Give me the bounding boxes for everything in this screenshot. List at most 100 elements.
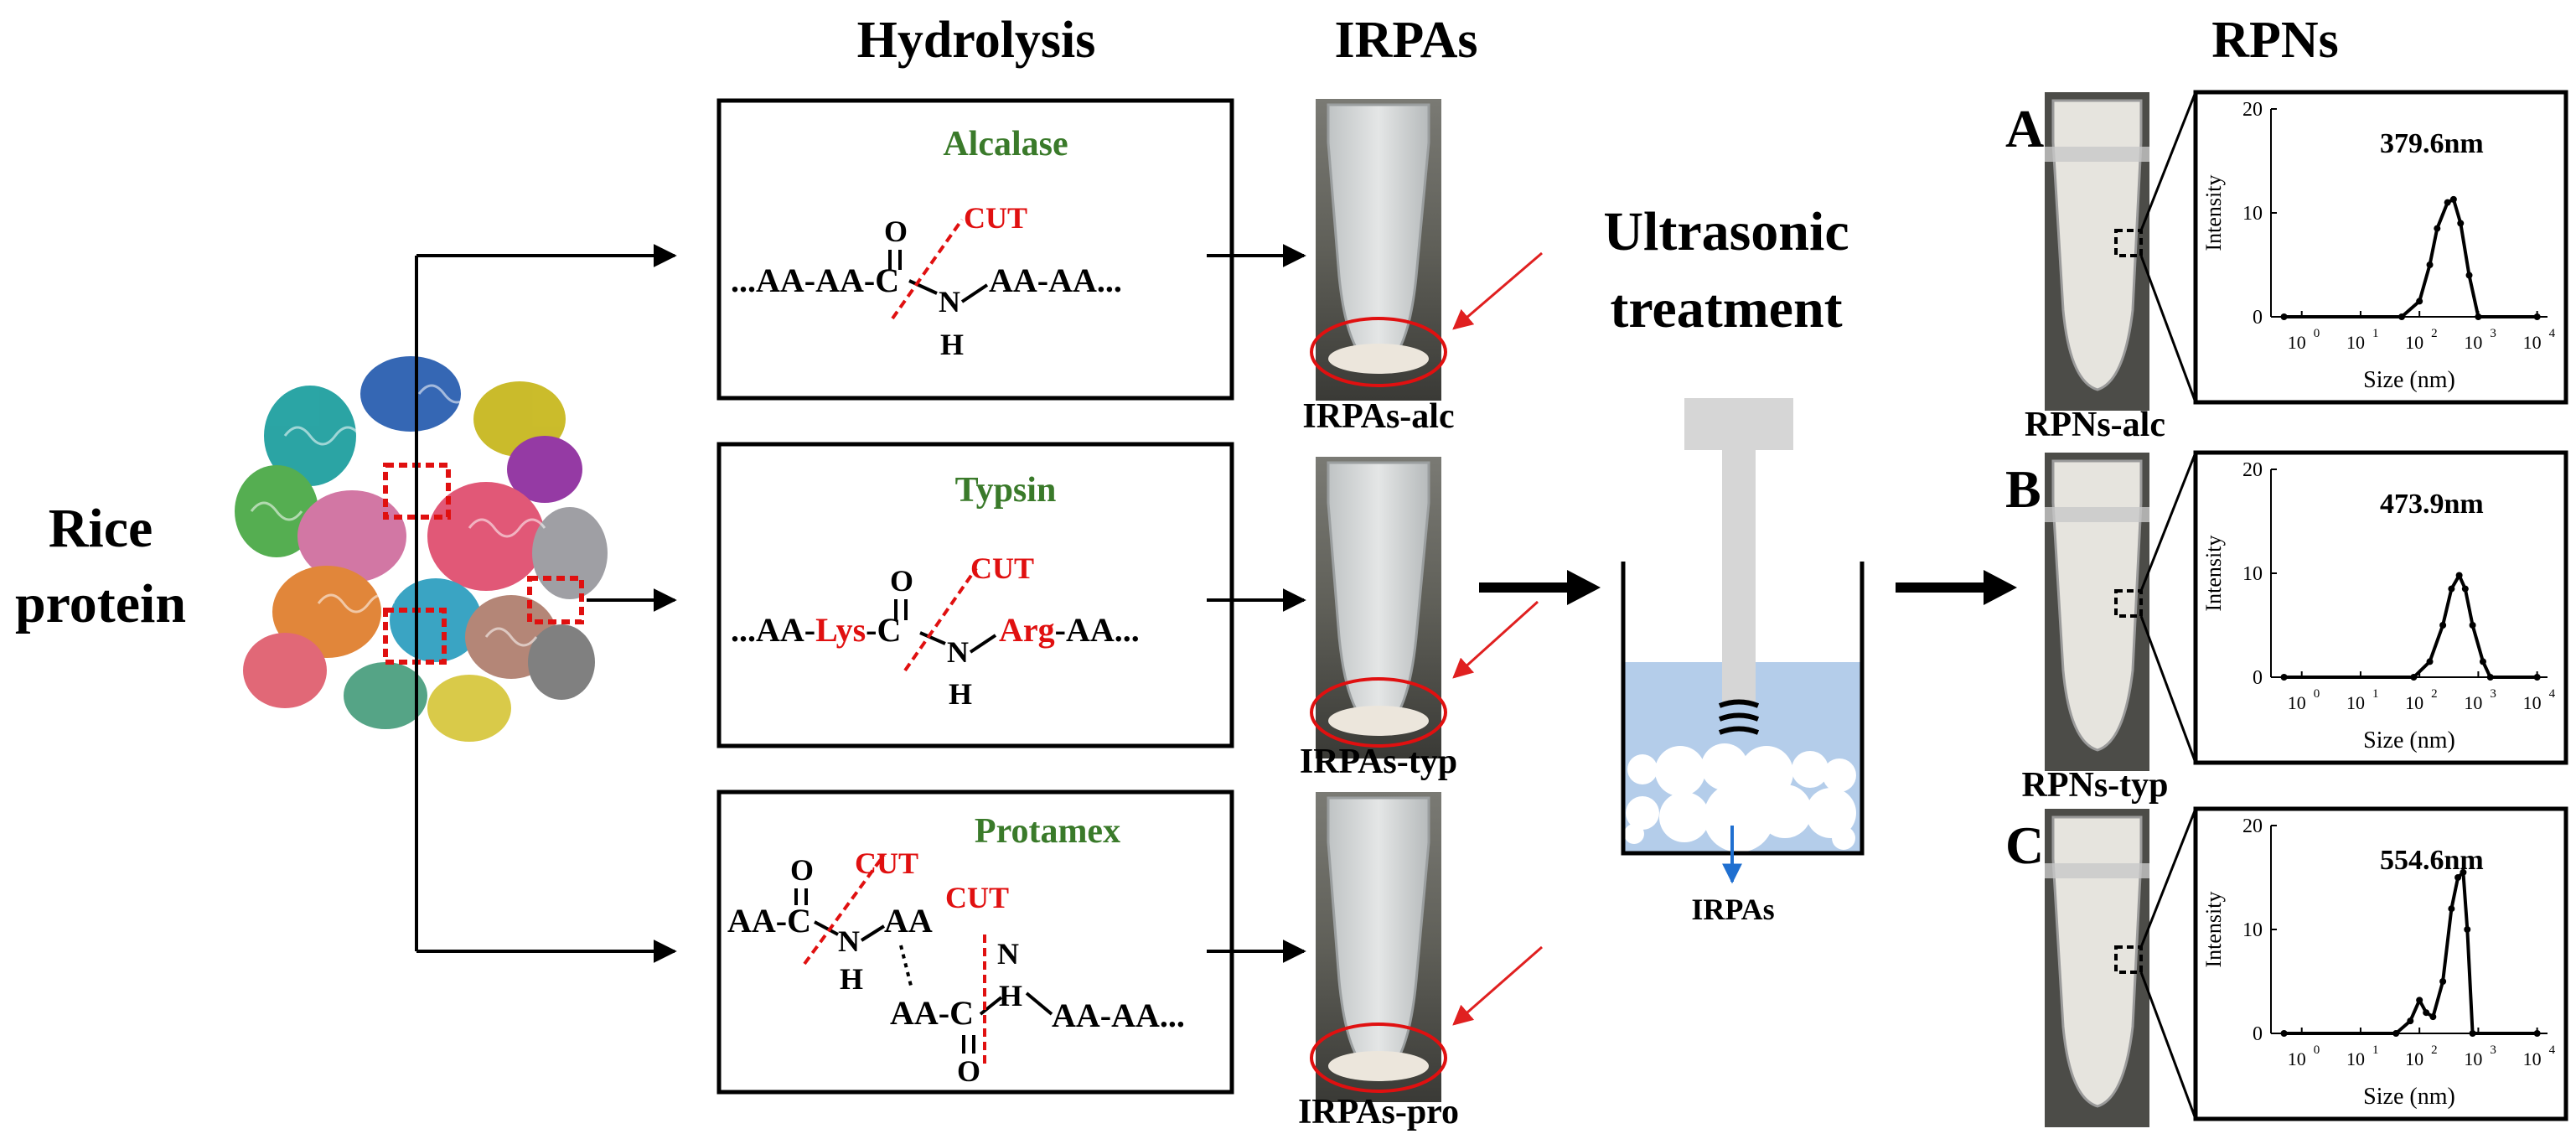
zoom-region-marker — [2114, 589, 2143, 618]
y-tick-label: 20 — [2242, 99, 2263, 121]
y-tick-label: 10 — [2242, 919, 2263, 941]
oxygen-atom: O — [790, 853, 814, 887]
rpns-header: RPNs — [2211, 12, 2339, 69]
x-tick-label: 10 — [2346, 1048, 2365, 1069]
rpn-tube — [2051, 99, 2143, 391]
oxygen-atom-2: O — [957, 1054, 980, 1088]
hydrogen-atom: H — [840, 962, 863, 996]
data-point — [2465, 272, 2473, 279]
x-tick-label: 10 — [2346, 692, 2365, 713]
x-tick-exponent: 1 — [2372, 1043, 2379, 1057]
data-point — [2455, 572, 2463, 579]
x-tick-exponent: 1 — [2372, 687, 2379, 701]
data-point — [2407, 1017, 2414, 1025]
data-point — [2280, 313, 2288, 320]
y-axis-label: Intensity — [2201, 175, 2226, 251]
data-point — [2439, 978, 2447, 985]
beaker-label: IRPAs — [1691, 893, 1774, 926]
data-point — [2392, 1030, 2400, 1037]
data-point — [2449, 195, 2457, 203]
rice-protein-structure — [235, 356, 608, 742]
data-point — [2448, 585, 2455, 593]
zoom-region-marker — [2114, 229, 2143, 257]
cut-label: CUT — [970, 551, 1034, 585]
rpn-tube — [2051, 459, 2143, 752]
x-tick-exponent: 2 — [2431, 327, 2438, 340]
x-tick-exponent: 4 — [2549, 687, 2556, 701]
x-tick-exponent: 3 — [2490, 327, 2496, 340]
y-tick-label: 0 — [2253, 1023, 2263, 1045]
rpn-label: RPNs-alc — [2025, 406, 2165, 444]
x-tick-exponent: 1 — [2372, 327, 2379, 340]
lys-residue: Lys — [815, 611, 866, 649]
data-point — [2416, 298, 2423, 305]
data-point — [2280, 1030, 2288, 1037]
panel-letter: A — [2005, 99, 2044, 158]
x-tick-exponent: 4 — [2549, 327, 2556, 340]
rpn-tube-ring — [2045, 507, 2149, 522]
x-tick-label: 10 — [2288, 692, 2306, 713]
cut-label-2: CUT — [945, 881, 1009, 914]
rpn-label: RPNs-typ — [2022, 766, 2169, 805]
x-tick-exponent: 0 — [2314, 327, 2320, 340]
data-point — [2461, 585, 2469, 593]
data-point — [2464, 926, 2471, 933]
arg-residue: Arg — [999, 611, 1055, 649]
data-point — [2469, 622, 2476, 629]
cut-label: CUT — [964, 201, 1027, 235]
peptide-middle: AA-C — [890, 994, 974, 1032]
ultrasonic-title-line2: treatment — [1610, 278, 1842, 339]
ultrasonic-title-line1: Ultrasonic — [1603, 201, 1849, 262]
x-tick-label: 10 — [2288, 332, 2306, 353]
zoom-line — [2139, 808, 2197, 948]
process-arrows — [1479, 570, 2017, 605]
tube-label: IRPAs-alc — [1302, 397, 1454, 436]
rpn-tube-ring — [2045, 147, 2149, 162]
peak-size-label: 554.6nm — [2380, 845, 2484, 876]
data-point — [2457, 220, 2465, 227]
y-axis-label: Intensity — [2201, 892, 2226, 968]
x-axis-label: Size (nm) — [2363, 727, 2455, 753]
data-point — [2398, 313, 2406, 320]
hydrolysis-header: Hydrolysis — [857, 12, 1096, 69]
x-tick-label: 10 — [2464, 332, 2482, 353]
x-tick-exponent: 0 — [2314, 1043, 2320, 1057]
x-tick-label: 10 — [2405, 1048, 2423, 1069]
zoom-line — [2139, 452, 2197, 592]
x-tick-exponent: 3 — [2490, 1043, 2496, 1057]
x-tick-label: 10 — [2523, 1048, 2542, 1069]
data-point — [2454, 874, 2462, 881]
x-tick-label: 10 — [2405, 692, 2423, 713]
x-tick-label: 10 — [2523, 692, 2542, 713]
data-point — [2444, 199, 2451, 206]
data-point — [2460, 868, 2467, 876]
peptide-right: AA-AA... — [1052, 997, 1185, 1034]
x-tick-exponent: 0 — [2314, 687, 2320, 701]
enzyme-name: Alcalase — [943, 125, 1068, 163]
cut-label-1: CUT — [855, 846, 918, 880]
oxygen-atom: O — [884, 215, 908, 248]
nitrogen-atom-2: N — [997, 937, 1019, 971]
data-point — [2469, 1030, 2476, 1037]
x-tick-exponent: 2 — [2431, 1043, 2438, 1057]
y-tick-label: 10 — [2242, 563, 2263, 585]
x-tick-exponent: 3 — [2490, 687, 2496, 701]
panel-letter: C — [2005, 815, 2044, 875]
y-tick-label: 10 — [2242, 203, 2263, 225]
box-to-tube-arrows — [1207, 244, 1306, 963]
panel-letter: B — [2005, 459, 2041, 519]
nitrogen-atom: N — [838, 924, 860, 958]
x-tick-label: 10 — [2464, 692, 2482, 713]
y-tick-label: 0 — [2253, 667, 2263, 689]
x-tick-exponent: 4 — [2549, 1043, 2556, 1057]
zoom-line — [2139, 91, 2197, 231]
x-tick-exponent: 2 — [2431, 687, 2438, 701]
irpas-tube-pro: IRPAs-pro — [1298, 792, 1543, 1131]
dots-prefix: ...AA- — [731, 611, 815, 649]
data-point — [2423, 1009, 2430, 1017]
enzyme-name: Protamex — [975, 812, 1120, 851]
dls-plot-frame — [2193, 450, 2568, 765]
